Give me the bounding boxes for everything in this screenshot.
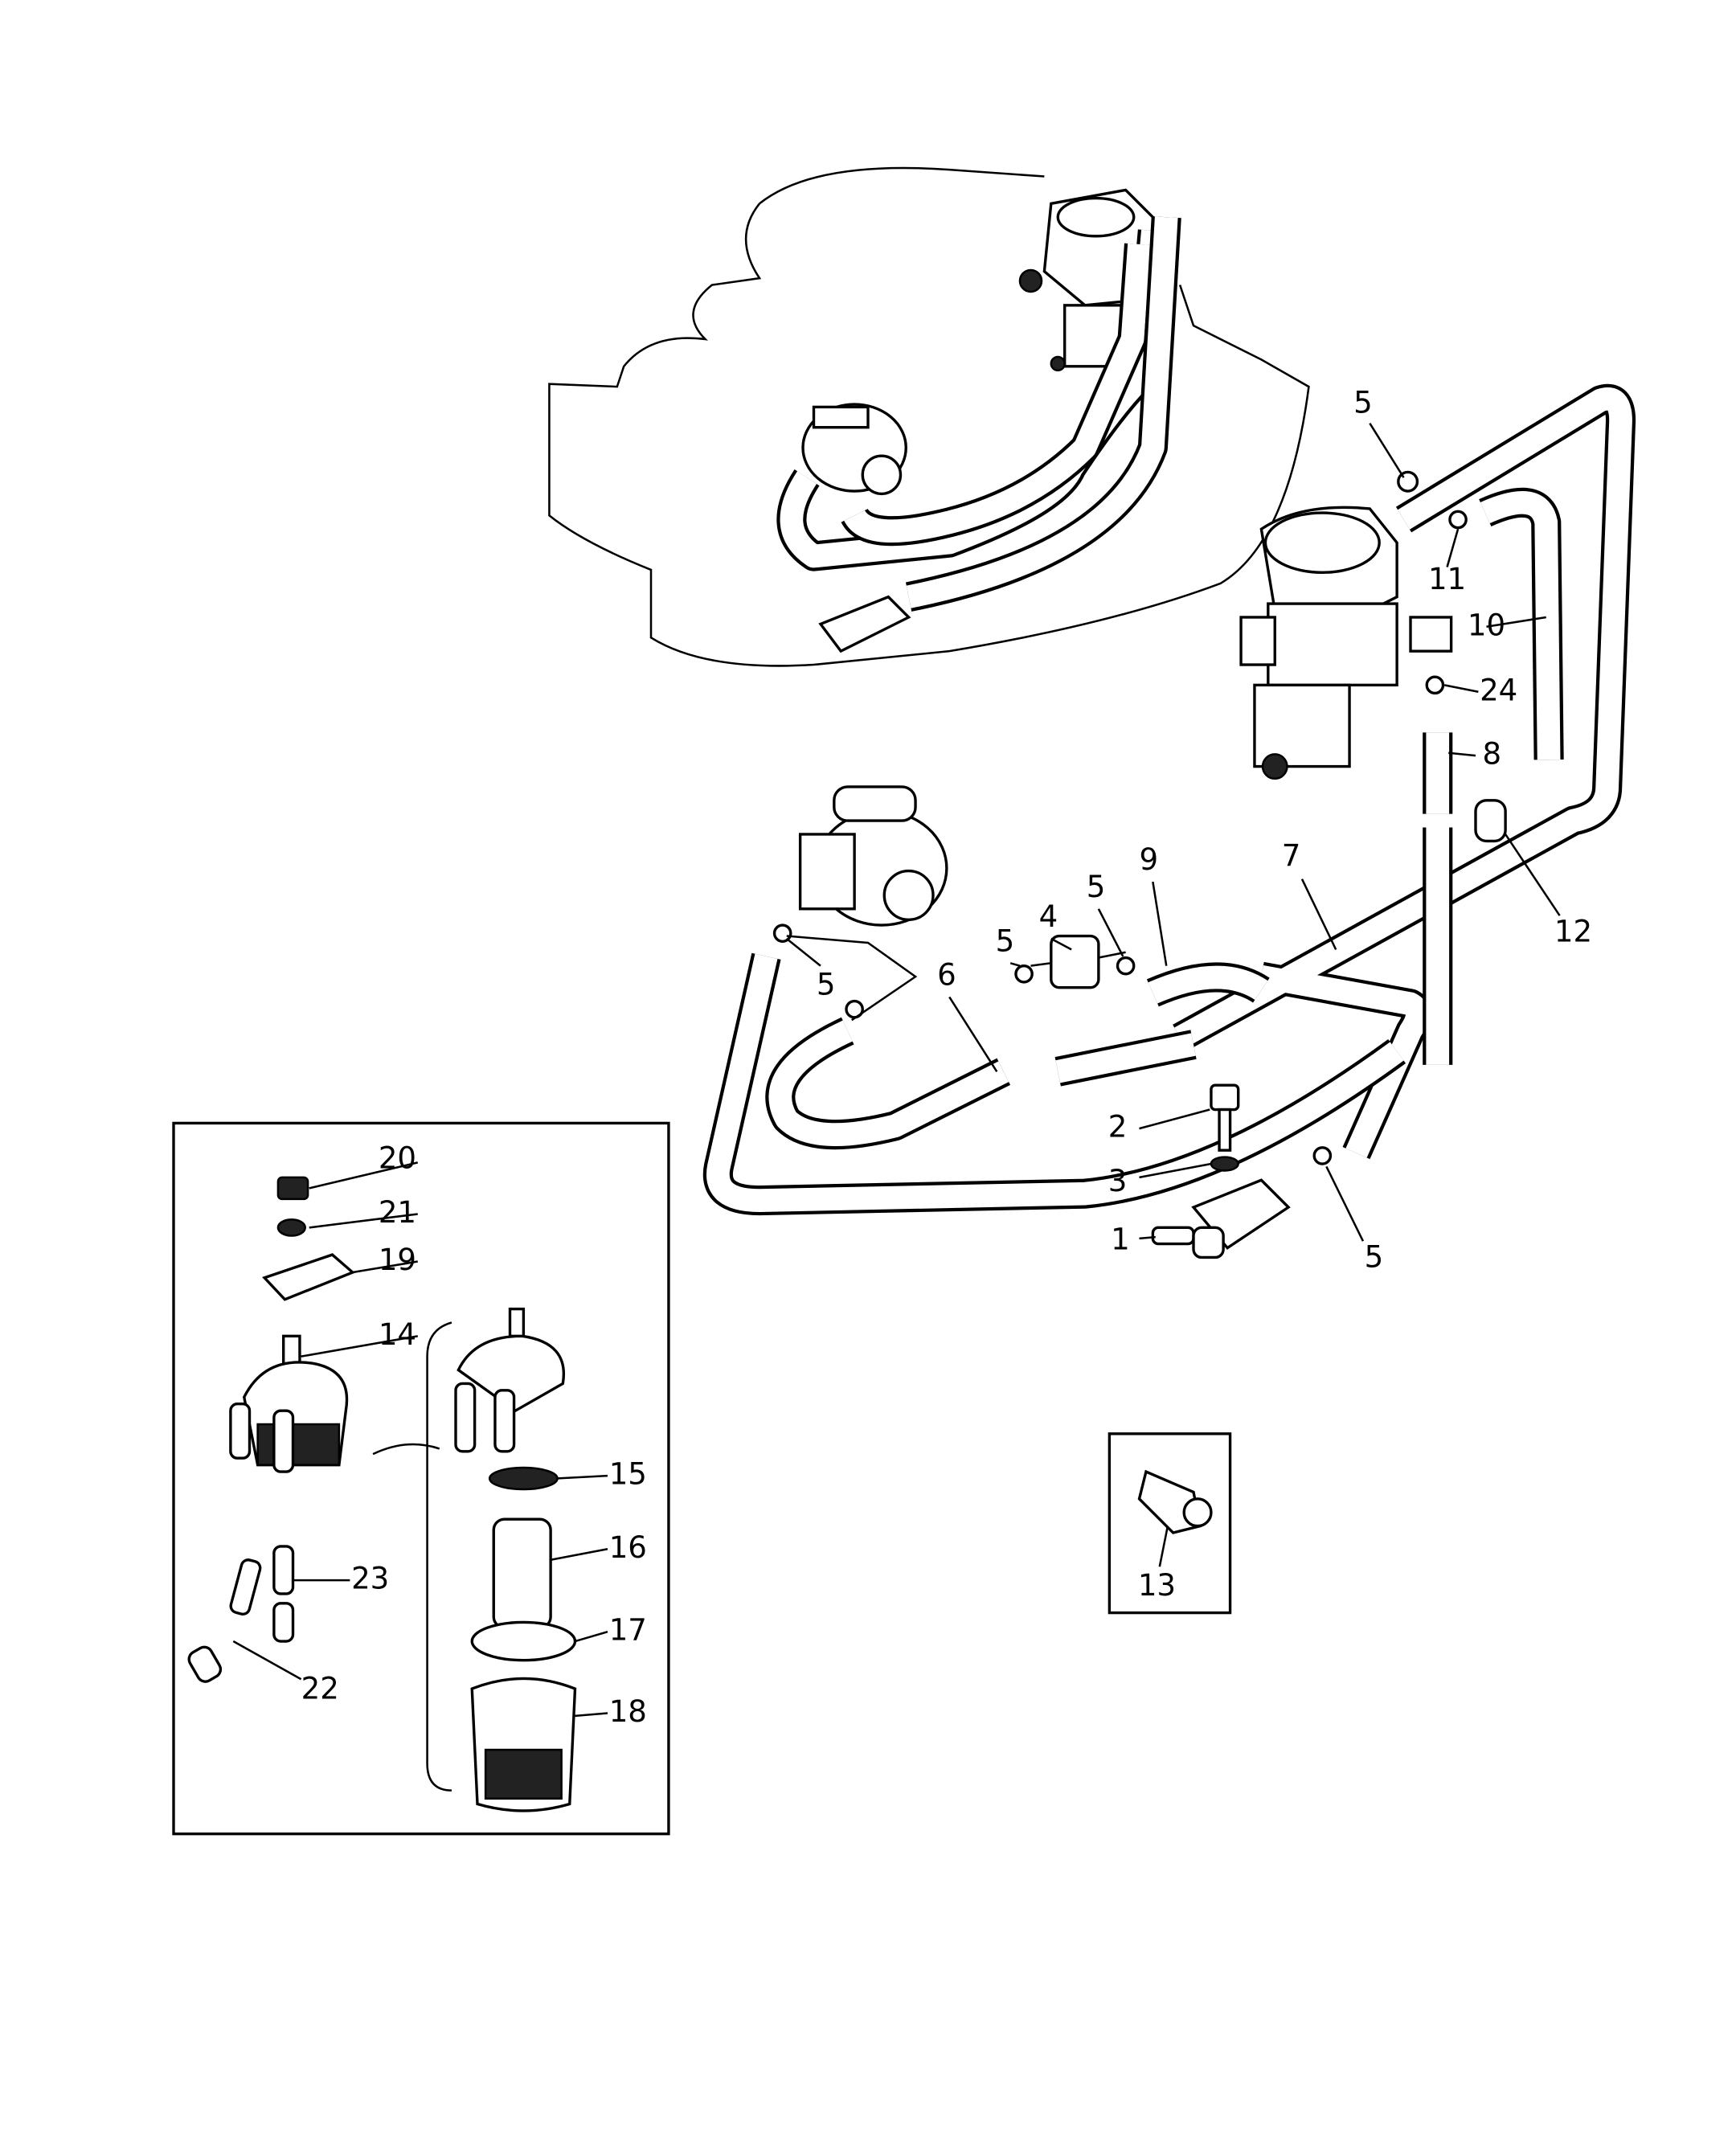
- hose-clips: [772, 470, 1468, 1165]
- callout-6: 6: [937, 958, 956, 993]
- callout-17: 17: [609, 1613, 647, 1648]
- callout-22: 22: [301, 1671, 339, 1706]
- fuel-pump-lower: [798, 785, 948, 927]
- callout-14: 14: [379, 1317, 416, 1352]
- carburetor-main: [1239, 506, 1453, 780]
- callout-19: 19: [379, 1243, 416, 1277]
- callout-7: 7: [1282, 838, 1301, 873]
- callout-18: 18: [609, 1694, 647, 1729]
- callout-15: 15: [609, 1457, 647, 1492]
- callout-1: 1: [1111, 1222, 1130, 1257]
- inline-filter: [1030, 934, 1126, 989]
- callout-9: 9: [1140, 842, 1159, 877]
- callout-21: 21: [379, 1195, 416, 1230]
- leader-lines: [785, 422, 1561, 1567]
- filter-inset: [172, 1121, 670, 1836]
- callout-3: 3: [1108, 1164, 1128, 1198]
- callout-2: 2: [1108, 1110, 1128, 1145]
- engine-block-outline: [548, 166, 1310, 667]
- callout-5: 5: [817, 967, 836, 1001]
- hose-outer: [702, 383, 1636, 1216]
- fuel-pump-upper: [801, 403, 907, 496]
- fitting-assembly: [1151, 1083, 1291, 1259]
- callout-8: 8: [1482, 737, 1501, 772]
- engine-hoses: [776, 216, 1181, 653]
- clamp-12: [1474, 799, 1507, 843]
- callout-10: 10: [1468, 608, 1505, 642]
- callout-23: 23: [351, 1562, 389, 1596]
- callout-11: 11: [1428, 562, 1466, 596]
- callout-labels: 5 11 10 24 8 12 7 9 5 4 5 6 5 2 3 1 5 13…: [301, 386, 1592, 1729]
- callout-5: 5: [1087, 870, 1106, 904]
- fitting-13-box: [1108, 1432, 1232, 1615]
- callout-5: 5: [996, 923, 1015, 958]
- callout-12: 12: [1554, 915, 1592, 949]
- callout-5: 5: [1353, 386, 1373, 420]
- callout-16: 16: [609, 1530, 647, 1565]
- callout-5: 5: [1365, 1240, 1384, 1275]
- callout-13: 13: [1138, 1568, 1176, 1603]
- callout-20: 20: [379, 1141, 416, 1175]
- callout-24: 24: [1480, 673, 1517, 707]
- callout-4: 4: [1039, 899, 1058, 934]
